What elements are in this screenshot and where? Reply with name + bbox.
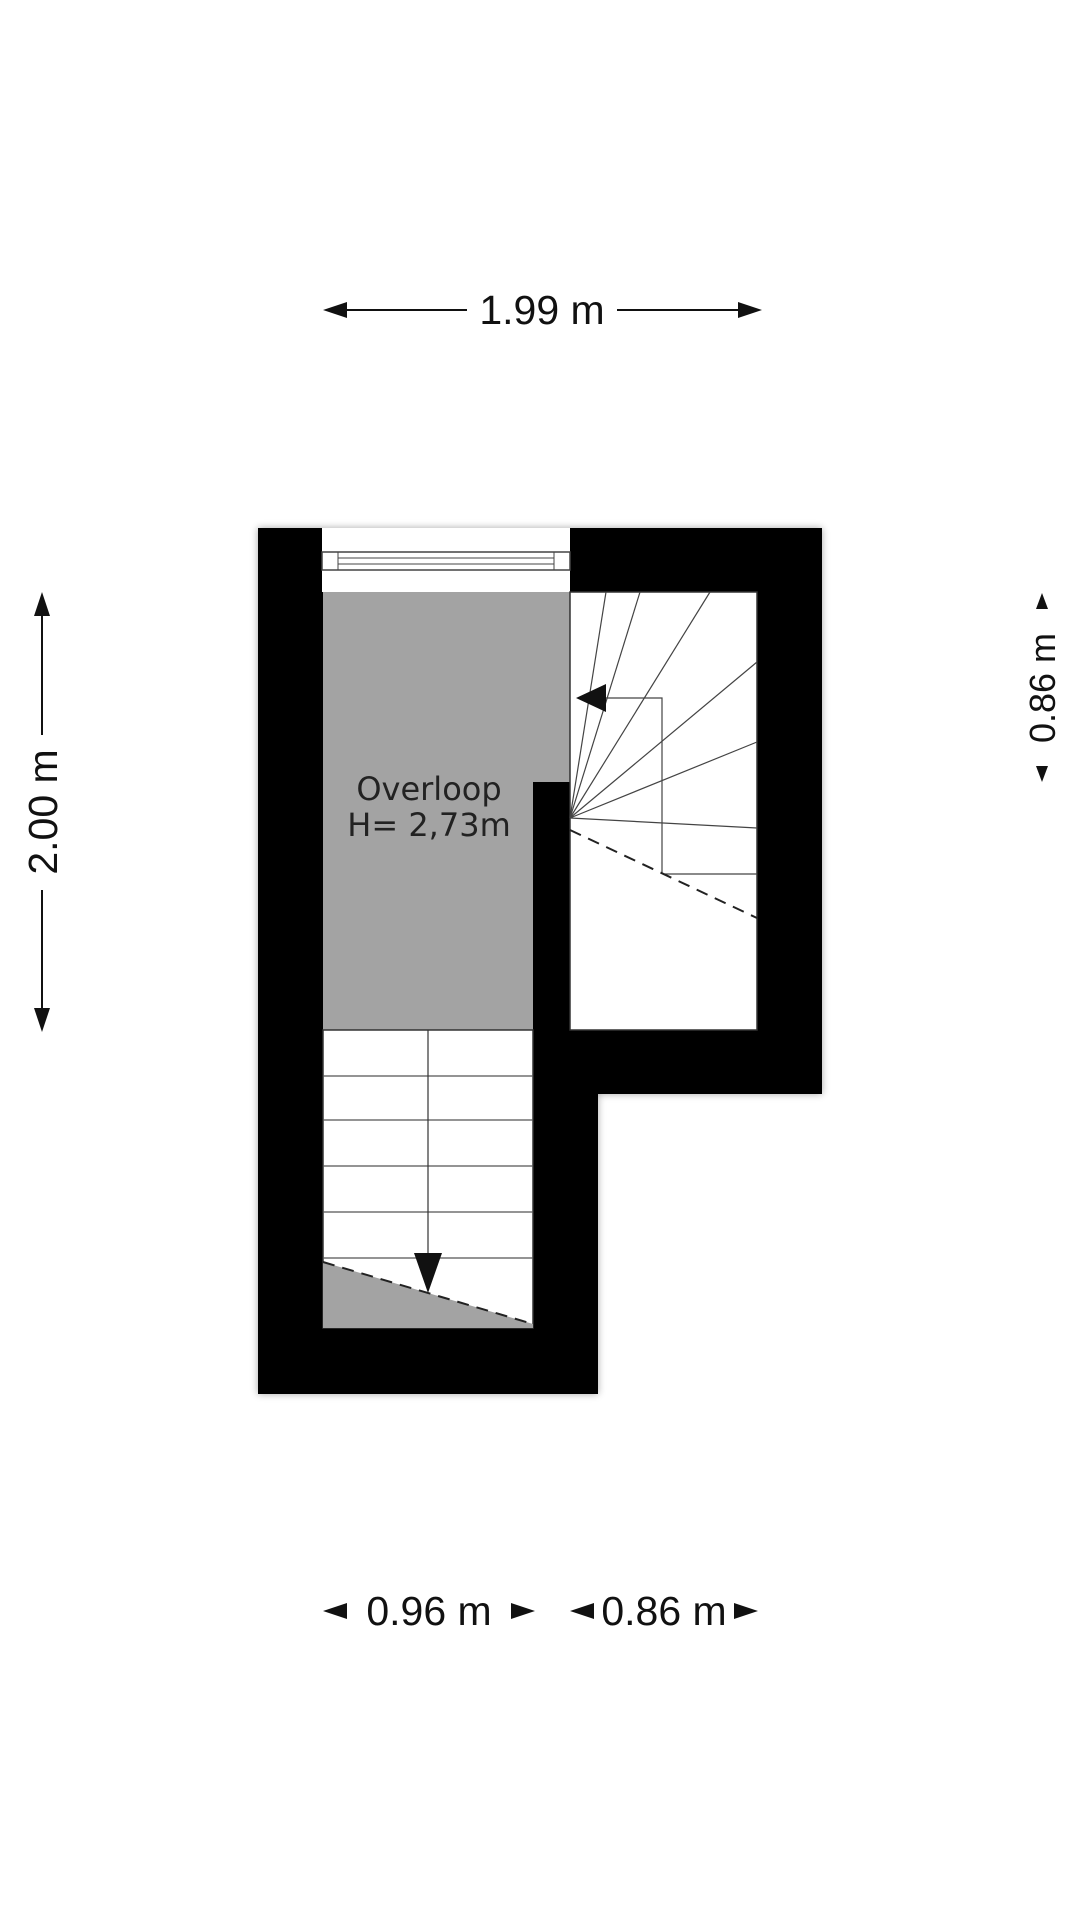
landing-floor: [323, 592, 570, 1030]
arrow-left-icon: [576, 684, 606, 712]
arrow-down-icon: [414, 1253, 442, 1293]
arrow-left-icon: [323, 302, 347, 318]
dimension-bottom-left-label: 0.96 m: [366, 1588, 491, 1634]
dimension-top-label: 1.99 m: [479, 287, 604, 333]
dimension-top: 1.99 m: [323, 287, 762, 333]
window: [321, 528, 571, 592]
arrow-right-icon: [734, 1603, 758, 1619]
partition-wall: [533, 782, 570, 1030]
arrow-up-icon: [1036, 593, 1048, 609]
dimension-left: 2.00 m: [20, 592, 66, 1032]
winding-staircase: [569, 591, 758, 1031]
room-height: H= 2,73m: [347, 806, 510, 844]
arrow-down-icon: [1036, 766, 1048, 782]
arrow-left-icon: [323, 1603, 347, 1619]
dimension-bottom-right-label: 0.86 m: [601, 1588, 726, 1634]
arrow-right-icon: [511, 1603, 535, 1619]
arrow-right-icon: [738, 302, 762, 318]
arrow-left-icon: [570, 1603, 594, 1619]
straight-staircase: [322, 1029, 534, 1329]
arrow-up-icon: [34, 592, 50, 616]
dimension-right-label: 0.86 m: [1022, 633, 1063, 743]
dimension-bottom-right: 0.86 m: [570, 1588, 758, 1634]
dimension-right: 0.86 m: [1022, 593, 1063, 782]
arrow-down-icon: [34, 1008, 50, 1032]
dimension-bottom-left: 0.96 m: [323, 1588, 535, 1634]
room-name: Overloop: [356, 770, 501, 808]
dimension-left-label: 2.00 m: [20, 749, 66, 874]
